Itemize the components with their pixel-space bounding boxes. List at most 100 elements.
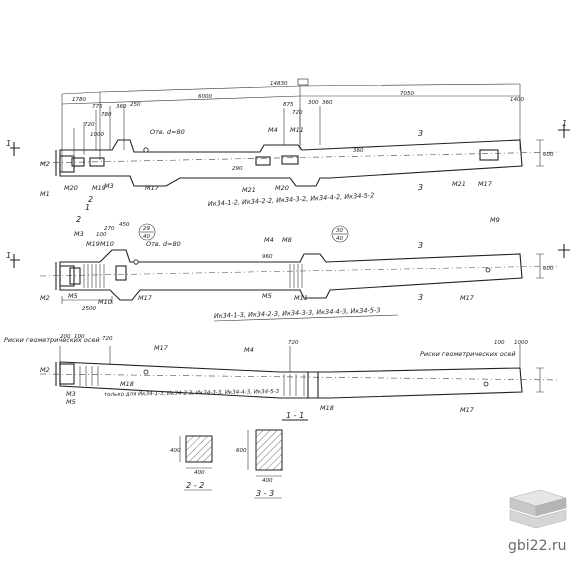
dim-2500: 2500 bbox=[82, 306, 96, 312]
dim-360-mid: 360 bbox=[322, 100, 333, 106]
mark-b-m4: M4 bbox=[264, 236, 274, 244]
dim-c-200: 200 bbox=[60, 334, 71, 340]
section-b-1: 1 bbox=[6, 251, 11, 260]
callout-a-bottom: 40 bbox=[143, 234, 150, 240]
rail-a-end-plate bbox=[59, 155, 75, 173]
mark-c-m17-b: M17 bbox=[460, 406, 475, 414]
dim-1780: 1780 bbox=[72, 97, 86, 103]
dim-875: 875 bbox=[283, 102, 294, 108]
rail-b-end-plate bbox=[59, 265, 75, 287]
dim-780: 780 bbox=[101, 112, 112, 118]
dim-720: 720 bbox=[84, 122, 95, 128]
mark-b-m3: M3 bbox=[74, 230, 84, 238]
mark-b-m9: M9 bbox=[490, 216, 500, 224]
rail-b-drawing: 2500 450 270 100 960 600 M3 M19 M10 M2 M… bbox=[6, 215, 570, 322]
callout-b-top: 30 bbox=[336, 228, 343, 234]
mark-b-m10: M10 bbox=[100, 240, 114, 248]
callout-a-top: 29 bbox=[143, 226, 150, 232]
section-1-top: 1 bbox=[6, 139, 11, 148]
mark-m21-b: M21 bbox=[452, 180, 466, 188]
hole-note-b: Отв. d=80 bbox=[146, 240, 181, 248]
rail-b-caption: Ик34-1-3, Ик34-2-3, Ик34-3-3, Ик34-4-3, … bbox=[214, 306, 381, 320]
mark-m19: M19 bbox=[92, 184, 106, 192]
site-logo bbox=[509, 489, 567, 529]
mark-m3: M3 bbox=[104, 182, 114, 190]
mark-c-m18-b: M18 bbox=[320, 404, 334, 412]
mark-m20-b: M20 bbox=[64, 184, 78, 192]
dim-720-mid: 720 bbox=[292, 110, 303, 116]
mark-m17-a: M17 bbox=[145, 184, 160, 192]
mark-b-m19: M19 bbox=[86, 240, 100, 248]
risk-note-left: Риски геометрических осей bbox=[4, 336, 100, 344]
mark-b-m5-b: M5 bbox=[262, 292, 272, 300]
section-3-label: 3 - 3 bbox=[256, 489, 274, 498]
dim-250: 250 bbox=[130, 102, 141, 108]
rail-a-drawing: 14830 1780 6000 7050 1400 775 780 360 25… bbox=[6, 78, 570, 212]
dim-960: 960 bbox=[262, 254, 273, 260]
section-3-top: 3 bbox=[418, 129, 423, 138]
mark-c-m4: M4 bbox=[244, 346, 254, 354]
mark-m17-b: M17 bbox=[478, 180, 493, 188]
section-3-3: 600 400 3 - 3 bbox=[236, 429, 283, 499]
rail-c-bottom-note: только для Ик34-1-3, Ик34-2-3, Ик34-3-3,… bbox=[104, 389, 280, 398]
dim-300: 300 bbox=[308, 100, 319, 106]
mark-c-m17: M17 bbox=[154, 344, 169, 352]
section-label-1-1: 1 - 1 bbox=[286, 411, 304, 420]
mark-m11: M11 bbox=[290, 126, 304, 134]
section-2-2: 400 400 2 - 2 bbox=[170, 435, 213, 491]
dim-100: 100 bbox=[96, 232, 107, 238]
cut-mark-1: 1 bbox=[85, 203, 90, 212]
cut-mark-2: 2 bbox=[88, 195, 93, 204]
hole-note-a: Отв. d=80 bbox=[150, 128, 185, 136]
section-1-right: 1 bbox=[562, 119, 567, 128]
section-b-3-bottom: 3 bbox=[418, 293, 423, 302]
section-3-width: 400 bbox=[262, 478, 273, 484]
mark-c-m18: M18 bbox=[120, 380, 134, 388]
dim-290-a: 290 bbox=[232, 166, 243, 172]
callout-circle-a bbox=[138, 223, 156, 241]
mark-m2: M2 bbox=[40, 160, 50, 168]
dim-c-100: 100 bbox=[74, 334, 85, 340]
rail-a-caption: Ик34-1-2, Ик34-2-2, Ик34-3-2, Ик34-4-2, … bbox=[208, 191, 375, 208]
mark-m20-a: M20 bbox=[275, 184, 289, 192]
mark-b-m17: M17 bbox=[138, 294, 153, 302]
dim-270: 270 bbox=[104, 226, 115, 232]
dim-600-b: 600 bbox=[543, 266, 554, 272]
dim-7050: 7050 bbox=[400, 91, 414, 97]
callout-b-bottom: 40 bbox=[336, 236, 343, 242]
dim-775: 775 bbox=[92, 104, 103, 110]
mark-b-m2: M2 bbox=[40, 294, 50, 302]
dim-c-1000: 1000 bbox=[514, 340, 528, 346]
dim-c-720b: 720 bbox=[288, 340, 299, 346]
section-2-width: 400 bbox=[194, 470, 205, 476]
rail-c-drawing: Риски геометрических осей Риски геометри… bbox=[4, 334, 561, 421]
section-b-3-top: 3 bbox=[418, 241, 423, 250]
mark-b-m11: M11 bbox=[294, 294, 308, 302]
section-3-height: 600 bbox=[236, 448, 247, 454]
dim-450: 450 bbox=[119, 222, 130, 228]
dim-total-box bbox=[297, 78, 309, 86]
section-b-2: 2 bbox=[76, 215, 81, 224]
dim-360: 360 bbox=[116, 104, 127, 110]
mark-m21: M21 bbox=[242, 186, 256, 194]
dim-c-720a: 720 bbox=[102, 336, 113, 342]
rail-c-end-plate bbox=[59, 363, 75, 385]
dim-6000: 6000 bbox=[198, 94, 212, 100]
mark-b-m5: M5 bbox=[68, 292, 78, 300]
dim-total-length: 14830 bbox=[270, 81, 288, 87]
mark-c-m2: M2 bbox=[40, 366, 50, 374]
section-2-height: 400 bbox=[170, 448, 181, 454]
mark-b-m10-b: M10 bbox=[98, 298, 112, 306]
mark-b-m17-b: M17 bbox=[460, 294, 475, 302]
mark-m1: M1 bbox=[40, 190, 50, 198]
dim-360-a: 360 bbox=[353, 148, 364, 154]
risk-note-right: Риски геометрических осей bbox=[420, 350, 516, 358]
mark-b-m8: M8 bbox=[282, 236, 292, 244]
dim-600-a: 600 bbox=[543, 152, 554, 158]
mark-c-m3: M3 bbox=[66, 390, 76, 398]
dim-c-100b: 100 bbox=[494, 340, 505, 346]
callout-circle-b bbox=[331, 225, 349, 243]
watermark-text: gbi22.ru bbox=[508, 538, 567, 554]
dim-1400: 1400 bbox=[510, 97, 524, 103]
